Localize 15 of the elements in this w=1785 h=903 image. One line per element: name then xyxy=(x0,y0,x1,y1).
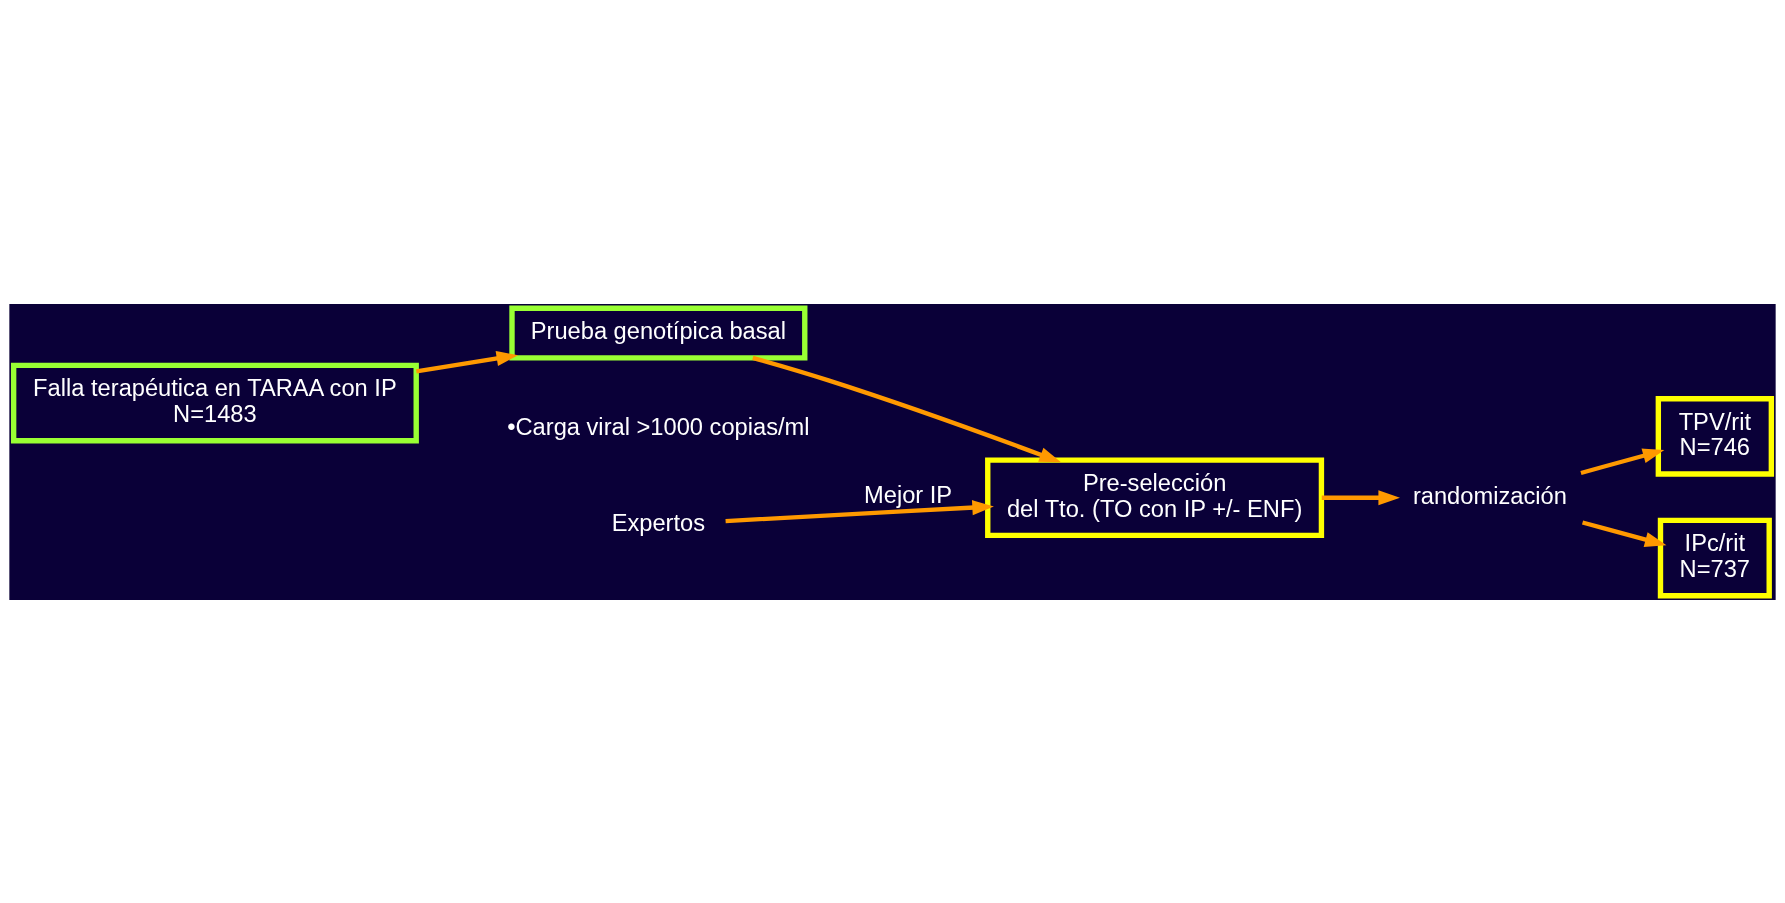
node-text: randomización xyxy=(1412,482,1567,509)
node-box: Prueba genotípica basal xyxy=(509,305,808,360)
arrow xyxy=(725,499,994,523)
node-box: Pre-selección del Tto. (TO con IP +/- ENF) xyxy=(985,456,1325,538)
arrow xyxy=(752,355,1062,462)
arrow xyxy=(1321,489,1400,505)
edge-label: Mejor IP xyxy=(864,481,953,508)
arrow xyxy=(416,350,519,373)
node-text: Expertos xyxy=(611,509,706,536)
arrow xyxy=(1580,447,1665,475)
arrow xyxy=(1582,519,1667,547)
node-box: TPV/rit N=746 xyxy=(1655,395,1775,477)
node-box: Falla terapéutica en TARAA con IP N=1483 xyxy=(10,362,419,443)
label: •Carga viral >1000 copias/ml xyxy=(507,413,810,440)
node-box: IPc/rit N=737 xyxy=(1657,517,1772,598)
